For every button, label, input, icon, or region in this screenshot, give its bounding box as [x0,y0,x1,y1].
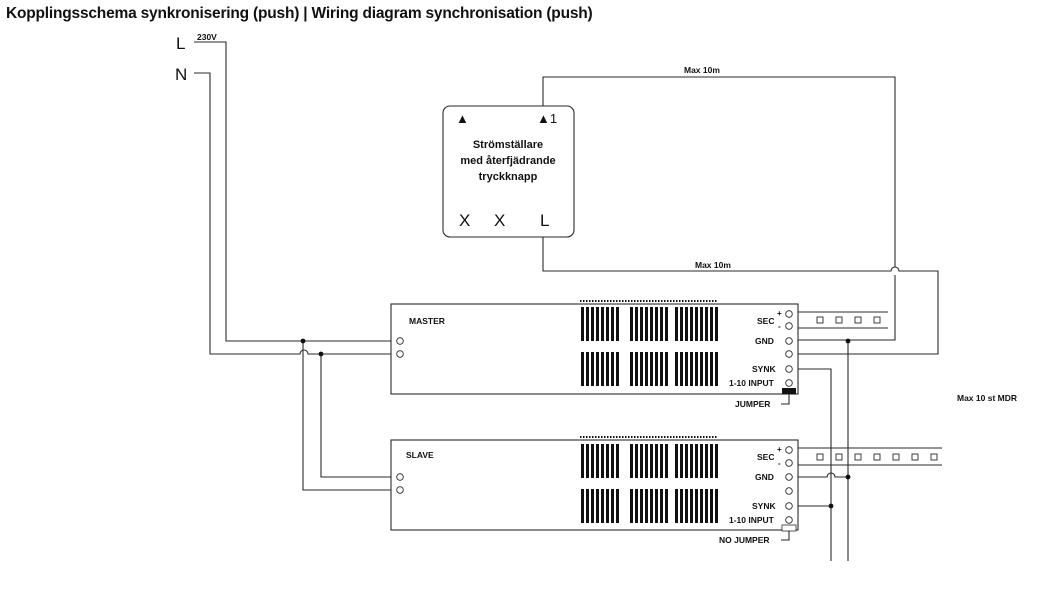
slave-vents-bottom [581,489,718,523]
l-label: L [176,34,185,53]
slave-jumper-label: NO JUMPER [719,535,770,545]
master-synk-label: SYNK [752,364,776,374]
master-jumper-leader [781,394,790,405]
master-gnd-label: GND [755,336,774,346]
master-terminal-gnd [785,337,793,345]
slave-jumper-empty [781,524,797,532]
synk-bus [798,368,832,561]
master-minus-label: - [778,322,781,331]
l-branch-slave [302,341,398,491]
master-terminal-blank [785,350,793,358]
master-terminal-sec-plus [785,310,793,318]
synk-junction-slave [828,503,834,509]
distance-label-mid: Max 10m [695,260,731,270]
junction-n [318,351,324,357]
mdr-note: Max 10 st MDR [957,393,1017,403]
master-driver [390,303,799,395]
slave-plus-label: + [777,445,782,454]
slave-vents-top [580,436,718,478]
distance-label-top: Max 10m [684,65,720,75]
master-vents-bottom [581,352,718,386]
switch-label-line1: Strömställare [473,139,543,151]
slave-gnd-label: GND [755,472,774,482]
master-input-label: 1-10 INPUT [729,378,775,388]
slave-sec-label: SEC [757,452,774,462]
master-plus-label: + [777,309,782,318]
slave-input-label: 1-10 INPUT [729,515,775,525]
switch-terminal-x2: X [494,211,505,230]
page-title: Kopplingsschema synkronisering (push) | … [6,5,593,22]
master-name: MASTER [409,316,445,326]
slave-terminal-gnd [785,473,793,481]
led-strip-master [798,311,888,329]
slave-terminal-n [396,473,404,481]
switch-wire-top [542,76,896,267]
slave-minus-label: - [778,459,781,468]
led-strip-slave [798,447,942,466]
slave-terminal-blank [785,487,793,495]
n-label: N [175,65,187,84]
n-wire [194,72,398,355]
switch-label-line2: med återfjädrande [460,155,555,167]
master-terminal-synk [785,365,793,373]
master-terminal-n [396,350,404,358]
master-terminal-sec-minus [785,322,793,330]
slave-terminal-synk [785,502,793,510]
switch-arrow-right: ▲1 [537,111,557,126]
master-terminal-l [396,337,404,345]
master-sec-label: SEC [757,316,774,326]
slave-gnd-wire [798,472,848,478]
slave-terminal-l [396,486,404,494]
gnd-junction-slave [845,474,851,480]
switch-label-line3: tryckknapp [479,171,538,183]
master-terminal-input [785,379,793,387]
switch-terminal-x1: X [459,211,470,230]
master-vents-top [580,300,718,341]
slave-synk-label: SYNK [752,501,776,511]
switch-wire-bottom [542,237,939,355]
slave-name: SLAVE [406,450,434,460]
slave-terminal-sec-minus [785,459,793,467]
slave-terminal-sec-plus [785,446,793,454]
gnd-junction-master [845,338,851,344]
l-wire [194,41,303,342]
junction-l [300,338,306,344]
master-jumper-label: JUMPER [735,399,770,409]
voltage-label: 230V [197,32,217,42]
slave-terminal-input [785,516,793,524]
slave-driver [390,439,799,531]
slave-jumper-leader [781,531,790,541]
switch-arrow-left: ▲ [456,111,469,126]
switch-terminal-l: L [540,211,549,230]
switch-wire-top-lower [798,275,896,341]
n-branch-slave [320,354,398,478]
master-jumper [782,388,796,394]
push-switch [442,105,575,238]
